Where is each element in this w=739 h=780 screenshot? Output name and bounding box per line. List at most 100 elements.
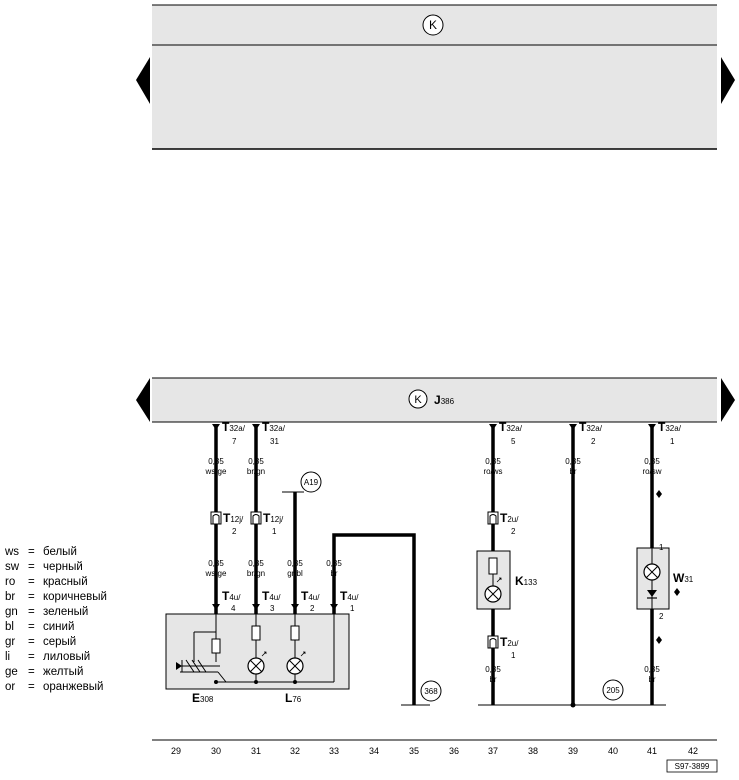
- separation-connectors: [210, 511, 499, 649]
- legend-name: лиловый: [43, 651, 90, 663]
- wire-32-color: gr/bl: [287, 569, 303, 578]
- scale-ruler: 29 30 31 32 33 34 35 36 37 38 39 40 41 4…: [171, 746, 698, 756]
- j386-left-arrow: [136, 378, 150, 422]
- connector-t32a-31-pin: 31: [270, 437, 279, 446]
- connector-t32a-7-pin: 7: [232, 437, 237, 446]
- connector-t2u-2-box: [487, 511, 499, 525]
- color-legend: ws = белый sw = черный ro = красный br =…: [4, 546, 107, 693]
- wire-30-bottom-color: ws/ge: [205, 569, 227, 578]
- legend-code: gr: [5, 636, 15, 648]
- connector-t4u-4-pin: 4: [231, 604, 236, 613]
- top-right-arrow: [721, 57, 735, 104]
- legend-sep: =: [28, 651, 35, 663]
- wire-33: [332, 533, 416, 705]
- diagram-id-box: [666, 759, 718, 773]
- w31-lamp-icon: [643, 563, 661, 581]
- connector-t4u-2-pin: 2: [310, 604, 315, 613]
- ref-368-label: 368: [424, 687, 438, 696]
- scale-tick: 42: [688, 746, 698, 756]
- j386-label: J386: [434, 393, 455, 407]
- connector-t32a-1-pin: 1: [670, 437, 675, 446]
- wire-31-top-size: 0,35: [248, 457, 264, 466]
- connector-t32a-1-label: T32a/: [658, 420, 682, 434]
- scale-tick: 34: [369, 746, 379, 756]
- w31-pin-top: 1: [659, 543, 664, 552]
- legend-sep: =: [28, 576, 35, 588]
- diamond-marker: [674, 588, 680, 596]
- wire-41-bottom-color: br: [648, 675, 655, 684]
- legend-sep: =: [28, 546, 35, 558]
- legend-sep: =: [28, 591, 35, 603]
- connector-t12j-2-box: [210, 511, 222, 525]
- wire-37-bottom-color: br: [489, 675, 496, 684]
- connector-t2u-2-label: T2u/: [500, 511, 519, 525]
- legend-code: sw: [5, 561, 20, 573]
- legend-sep: =: [28, 681, 35, 693]
- connector-t12j-1-pin: 1: [272, 527, 277, 536]
- k133-lamp-icon: [484, 585, 502, 603]
- connector-t32a-2-label: T32a/: [579, 420, 603, 434]
- scale-tick: 37: [488, 746, 498, 756]
- legend-code: or: [5, 681, 15, 693]
- scale-tick: 40: [608, 746, 618, 756]
- wire-30-top-color: ws/ge: [205, 467, 227, 476]
- wire-32-size: 0,35: [287, 559, 303, 568]
- legend-name: коричневый: [43, 591, 107, 603]
- legend-sep: =: [28, 636, 35, 648]
- scale-tick: 29: [171, 746, 181, 756]
- connector-t12j-1-label: T12j/: [263, 511, 284, 525]
- connector-t32a-5-pin: 5: [511, 437, 516, 446]
- wires: [214, 424, 654, 705]
- ref-a19-circle[interactable]: [300, 471, 322, 493]
- ref-368-circle[interactable]: [420, 680, 442, 702]
- component-l76-label: L76: [285, 691, 302, 705]
- scale-tick: 39: [568, 746, 578, 756]
- scale-tick: 31: [251, 746, 261, 756]
- wire-33-color: br: [330, 569, 337, 578]
- legend-name: оранжевый: [43, 681, 103, 693]
- wire-41-bottom-size: 0,35: [644, 665, 660, 674]
- legend-code: ws: [4, 546, 19, 558]
- legend-code: gn: [5, 606, 18, 618]
- connector-t32a-7-label: T32a/: [222, 420, 246, 434]
- legend-code: li: [5, 651, 10, 663]
- wire-30-bottom-size: 0,35: [208, 559, 224, 568]
- legend-name: желтый: [43, 666, 83, 678]
- legend-code: bl: [5, 621, 14, 633]
- ref-205-circle[interactable]: [602, 679, 624, 701]
- connector-t32a-5-label: T32a/: [499, 420, 523, 434]
- scale-tick: 41: [647, 746, 657, 756]
- ref-205-label: 205: [606, 686, 620, 695]
- legend-name: красный: [43, 576, 88, 588]
- wire-31-bottom-color: br/gn: [247, 569, 265, 578]
- scale-tick: 30: [211, 746, 221, 756]
- connector-t32a-2-pin: 2: [591, 437, 596, 446]
- component-k133-label: K133: [515, 574, 538, 588]
- warning-lamp-k133: [476, 550, 511, 610]
- legend-sep: =: [28, 606, 35, 618]
- top-unit-symbol-circle: [422, 14, 444, 36]
- legend-sep: =: [28, 666, 35, 678]
- legend-code: ro: [5, 576, 15, 588]
- legend-sep: =: [28, 621, 35, 633]
- connector-t12j-2-pin: 2: [232, 527, 237, 536]
- legend-name: белый: [43, 546, 77, 558]
- wire-37-top-size: 0,35: [485, 457, 501, 466]
- connector-t2u-1-label: T2u/: [500, 635, 519, 649]
- connector-t4u-3-pin: 3: [270, 604, 275, 613]
- scale-tick: 38: [528, 746, 538, 756]
- diamond-marker: [656, 636, 662, 644]
- legend-code: br: [5, 591, 15, 603]
- connector-t32a-31-label: T32a/: [262, 420, 286, 434]
- j386-right-arrow: [721, 378, 735, 422]
- wire-31-bottom-size: 0,35: [248, 559, 264, 568]
- legend-name: синий: [43, 621, 74, 633]
- connector-t4u-1-pin: 1: [350, 604, 355, 613]
- l76-lamp-icon-1: [247, 657, 265, 675]
- scale-tick: 33: [329, 746, 339, 756]
- diagram-id: S97-3899: [675, 762, 710, 771]
- e308-led-icon: [176, 662, 182, 670]
- wire-33-size: 0,35: [326, 559, 342, 568]
- connector-t2u-1-pin: 1: [511, 651, 516, 660]
